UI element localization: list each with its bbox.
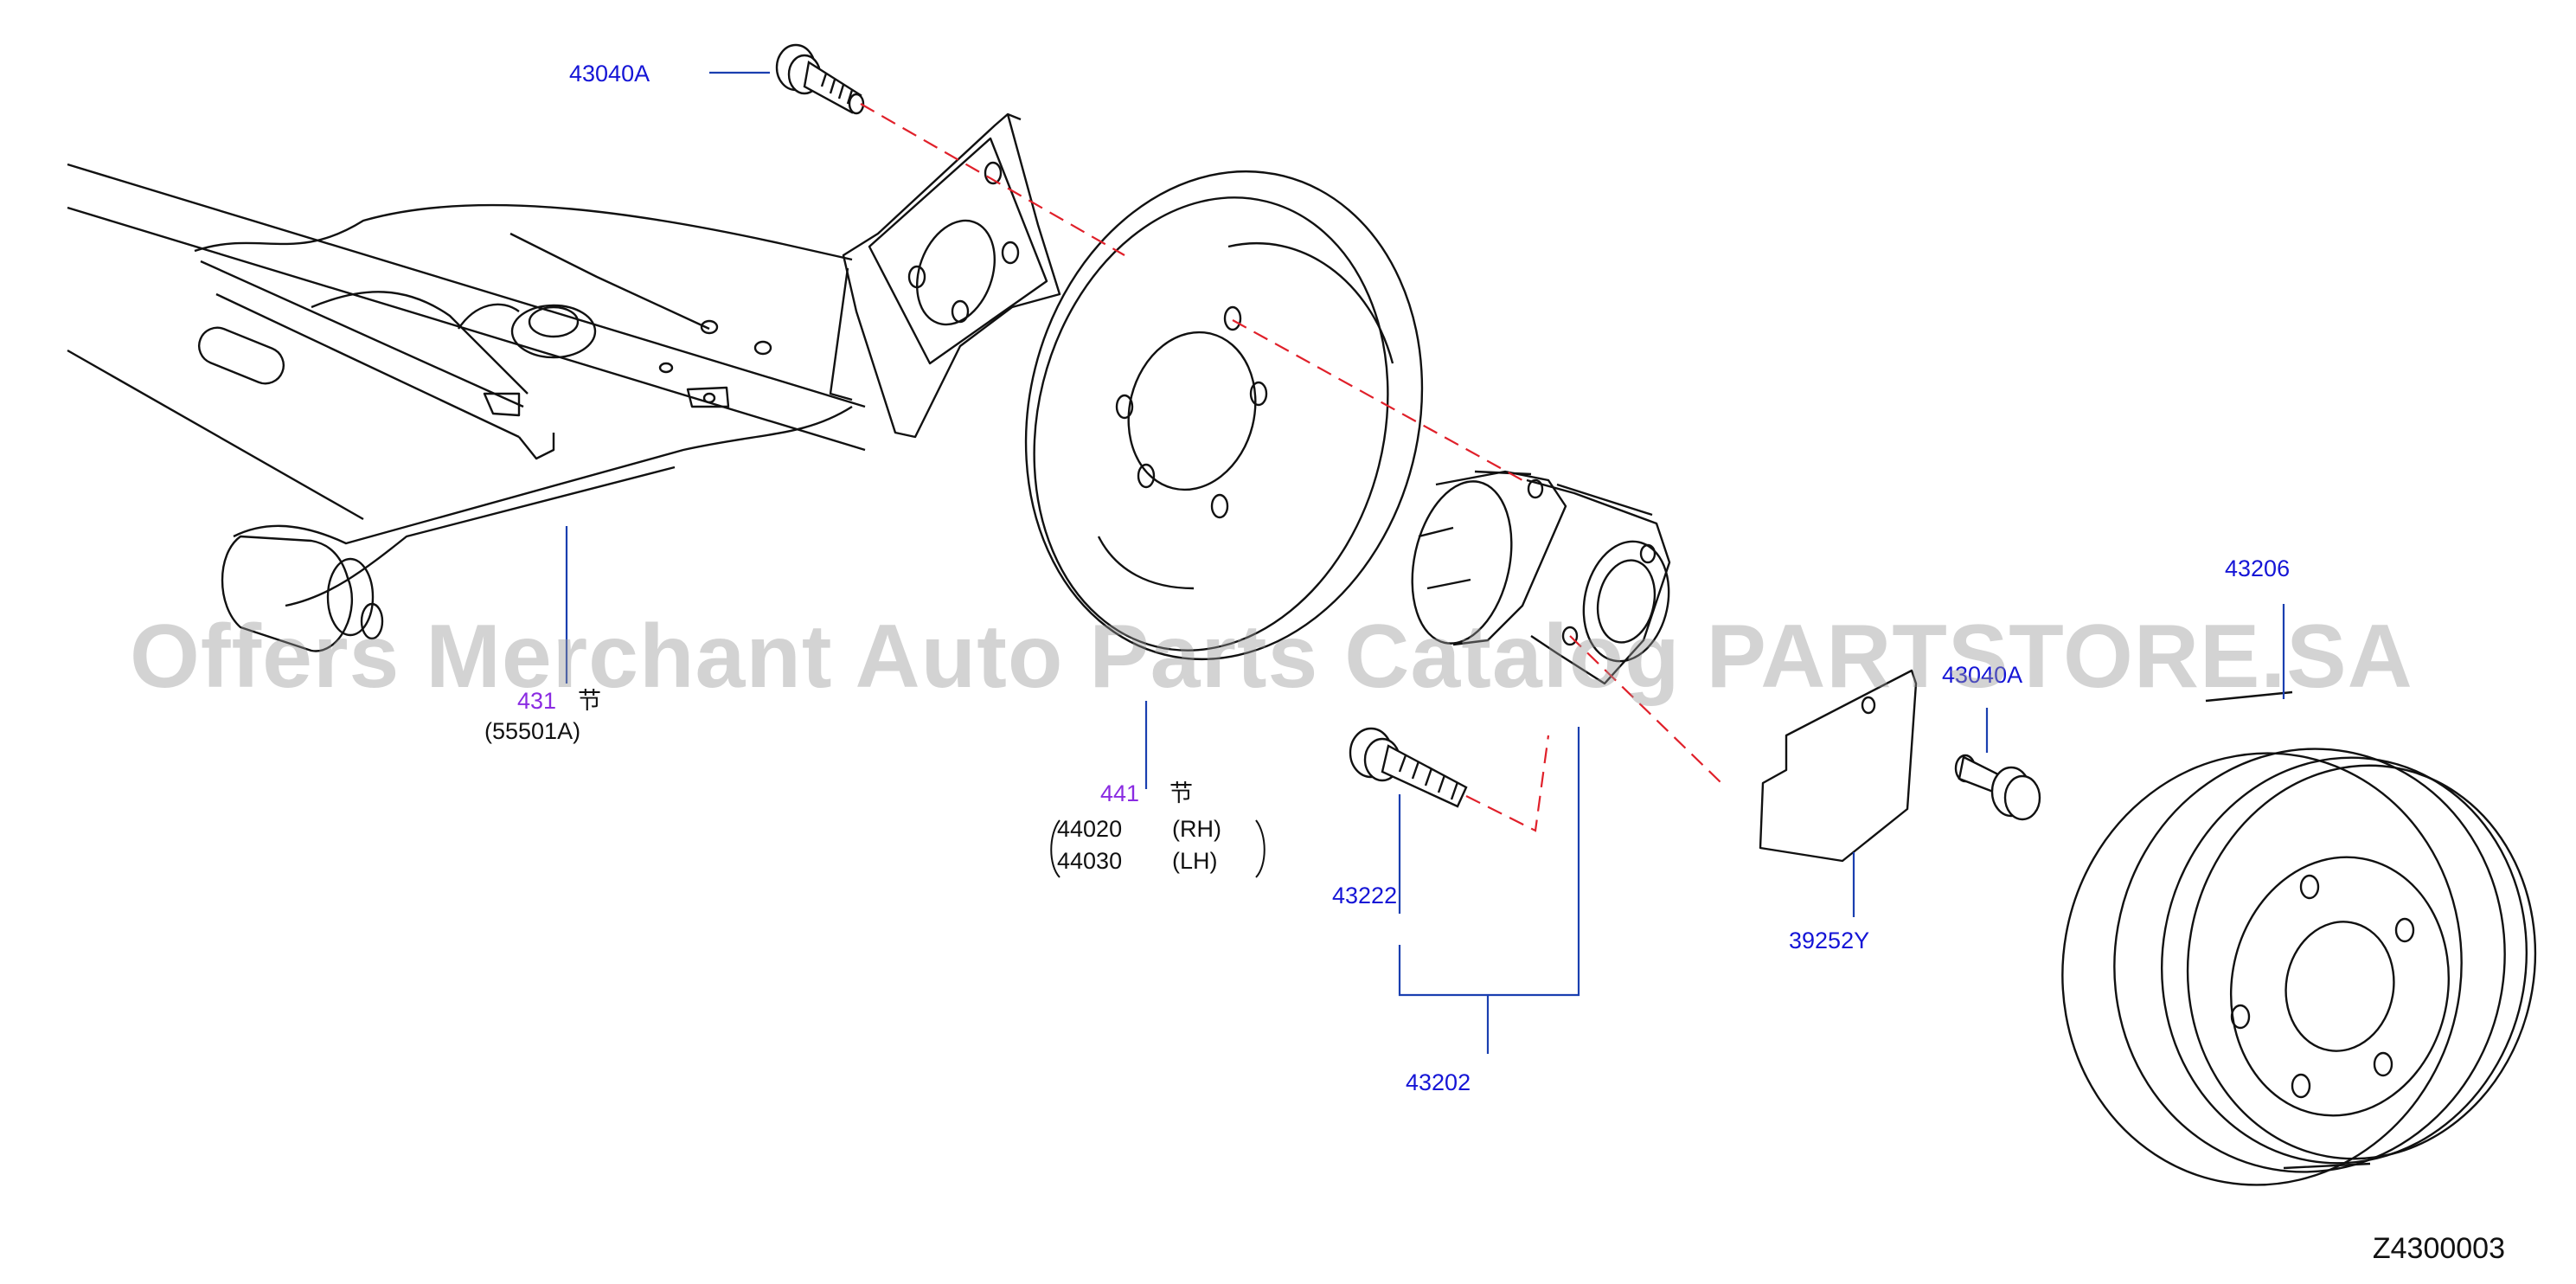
part-symbol-431: 节 (578, 688, 601, 714)
figure-id: Z4300003 (2372, 1232, 2505, 1265)
bolt-43040a-right[interactable] (1954, 754, 2041, 821)
part-label-43040a-top[interactable]: 43040A (569, 61, 650, 87)
hub-bolt-43222[interactable] (1349, 727, 1468, 808)
rear-axle-beam[interactable] (67, 163, 866, 652)
brake-drum[interactable] (2028, 690, 2566, 1217)
side-rh-label: (RH) (1172, 816, 1221, 842)
bolt-43040a-top[interactable] (775, 43, 865, 115)
part-symbol-441: 节 (1169, 780, 1193, 806)
part-label-441[interactable]: 441 (1100, 780, 1140, 806)
hub-bearing-assembly[interactable] (1398, 470, 1679, 685)
part-label-44020[interactable]: 44020 (1057, 816, 1123, 842)
part-label-43040a-right[interactable]: 43040A (1942, 662, 2023, 688)
part-label-43202[interactable]: 43202 (1406, 1069, 1471, 1095)
part-sub-55501a[interactable]: (55501A) (484, 718, 581, 744)
part-label-43222[interactable]: 43222 (1332, 883, 1398, 908)
part-label-44030[interactable]: 44030 (1057, 848, 1123, 874)
brake-shield-39252y[interactable] (1759, 669, 1918, 863)
axle-mount-bracket[interactable] (842, 112, 1061, 439)
part-label-43206[interactable]: 43206 (2225, 555, 2291, 581)
part-label-431[interactable]: 431 (517, 688, 557, 714)
leader-lines (565, 71, 2285, 1054)
assembly-centerlines (860, 103, 1722, 832)
brake-backing-plate[interactable] (976, 129, 1473, 702)
side-bracket (1050, 819, 1266, 878)
part-label-39252y[interactable]: 39252Y (1789, 928, 1870, 953)
side-lh-label: (LH) (1172, 848, 1218, 874)
